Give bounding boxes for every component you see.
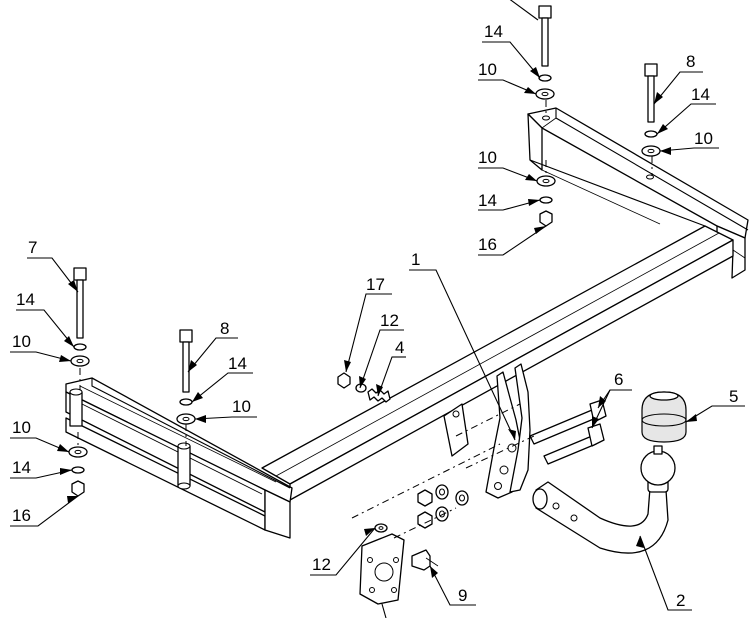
assembly-lines xyxy=(77,100,653,539)
callout-10-right: 10 xyxy=(694,129,713,148)
leader-arrowheads xyxy=(57,67,697,578)
bolt-7-left xyxy=(73,267,87,339)
callout-10-left-mid: 10 xyxy=(232,397,251,416)
callout-14-left-top: 14 xyxy=(16,290,35,309)
callout-17: 17 xyxy=(366,275,385,294)
callout-12-bottom: 12 xyxy=(312,555,331,574)
callout-2: 2 xyxy=(676,591,685,610)
callout-6: 6 xyxy=(614,370,623,389)
callout-7: 7 xyxy=(28,238,37,257)
callout-4: 4 xyxy=(395,338,404,357)
callout-14-left-bottom: 14 xyxy=(12,458,31,477)
callout-5: 5 xyxy=(729,387,738,406)
callout-8-right: 8 xyxy=(686,52,695,71)
callout-14-right: 14 xyxy=(691,85,710,104)
tow-ball-arm xyxy=(532,445,676,554)
socket-plate xyxy=(443,403,469,457)
left-mounting-bracket xyxy=(65,377,293,539)
ball-mount-plates xyxy=(485,363,531,499)
bolt-8-left xyxy=(179,329,193,393)
mount-nuts-washers xyxy=(417,484,469,529)
callout-14-left-mid: 14 xyxy=(228,354,247,373)
callout-1: 1 xyxy=(411,250,420,269)
callout-8-left: 8 xyxy=(220,319,229,338)
bolts-6 xyxy=(529,399,607,465)
bracket-hole xyxy=(542,115,550,121)
ball-cover-cap xyxy=(641,391,687,443)
socket-bracket xyxy=(359,523,439,605)
callout-10-top: 10 xyxy=(478,60,497,79)
bolt-8-right xyxy=(644,63,658,123)
callout-10-left-bottom: 10 xyxy=(12,418,31,437)
callout-9: 9 xyxy=(458,586,467,605)
callout-12-mid: 12 xyxy=(380,311,399,330)
callout-16-left: 16 xyxy=(12,506,31,525)
bolt-top xyxy=(538,5,552,67)
callout-labels: 1 2 4 5 6 7 8 8 9 10 10 10 10 10 10 12 1 xyxy=(10,22,745,611)
callout-14-under-bracket: 14 xyxy=(478,191,497,210)
right-mounting-bracket xyxy=(527,107,749,279)
crossbar-small-fasteners xyxy=(337,372,391,403)
callout-10-left-top: 10 xyxy=(12,332,31,351)
washers-and-nuts xyxy=(68,74,661,497)
main-crossbar xyxy=(261,159,734,501)
callout-10-under-bracket: 10 xyxy=(478,148,497,167)
callout-14-top: 14 xyxy=(484,22,503,41)
callout-16-right: 16 xyxy=(478,235,497,254)
